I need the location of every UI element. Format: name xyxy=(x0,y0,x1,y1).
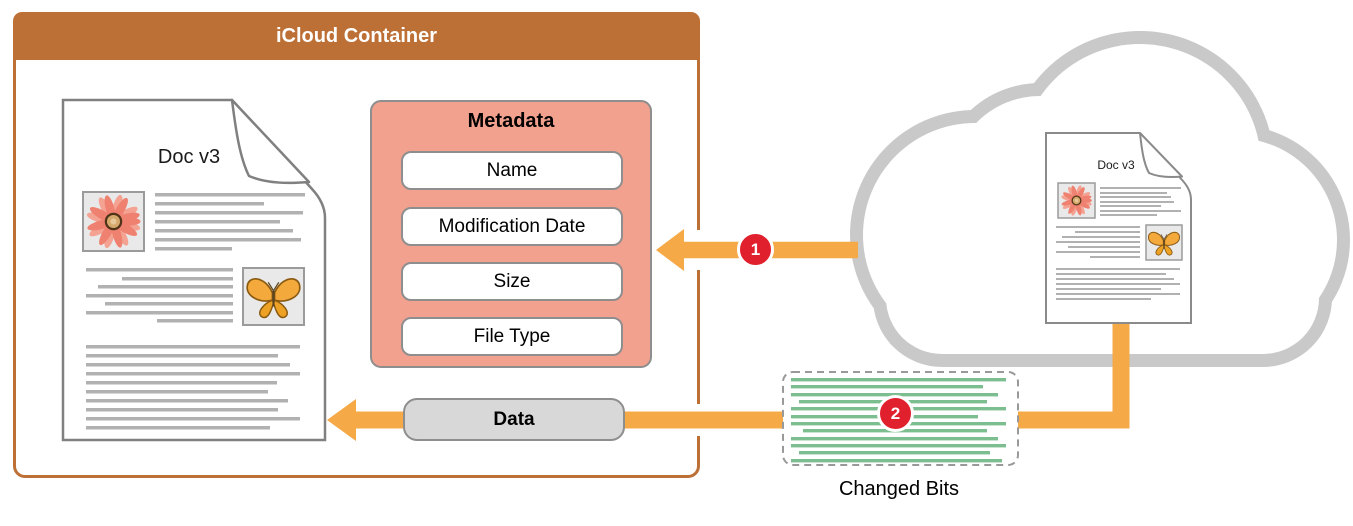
metadata-field-modification-date: Modification Date xyxy=(401,207,623,246)
metadata-field-name: Name xyxy=(401,151,623,190)
container-document xyxy=(61,98,327,442)
metadata-panel: Metadata Name Modification Date Size Fil… xyxy=(370,100,652,368)
metadata-field-file-type: File Type xyxy=(401,317,623,356)
data-capsule-label: Data xyxy=(493,408,535,430)
metadata-field-size: Size xyxy=(401,262,623,301)
doc-title: Doc v3 xyxy=(157,146,221,168)
cloud-doc-text-lines xyxy=(1100,187,1181,216)
doc-text-lines xyxy=(155,193,305,251)
changed-bits-label: Changed Bits xyxy=(838,478,960,500)
cloud-document xyxy=(1045,132,1192,324)
step-2-badge: 2 xyxy=(877,395,914,432)
icloud-container-header: iCloud Container xyxy=(13,12,700,60)
border-notches xyxy=(691,230,709,436)
cloud-doc-title: Doc v3 xyxy=(1097,158,1135,172)
icloud-container-title: iCloud Container xyxy=(275,24,438,47)
data-capsule: Data xyxy=(403,398,625,441)
step-1-badge: 1 xyxy=(737,231,774,268)
metadata-title: Metadata xyxy=(467,110,555,132)
